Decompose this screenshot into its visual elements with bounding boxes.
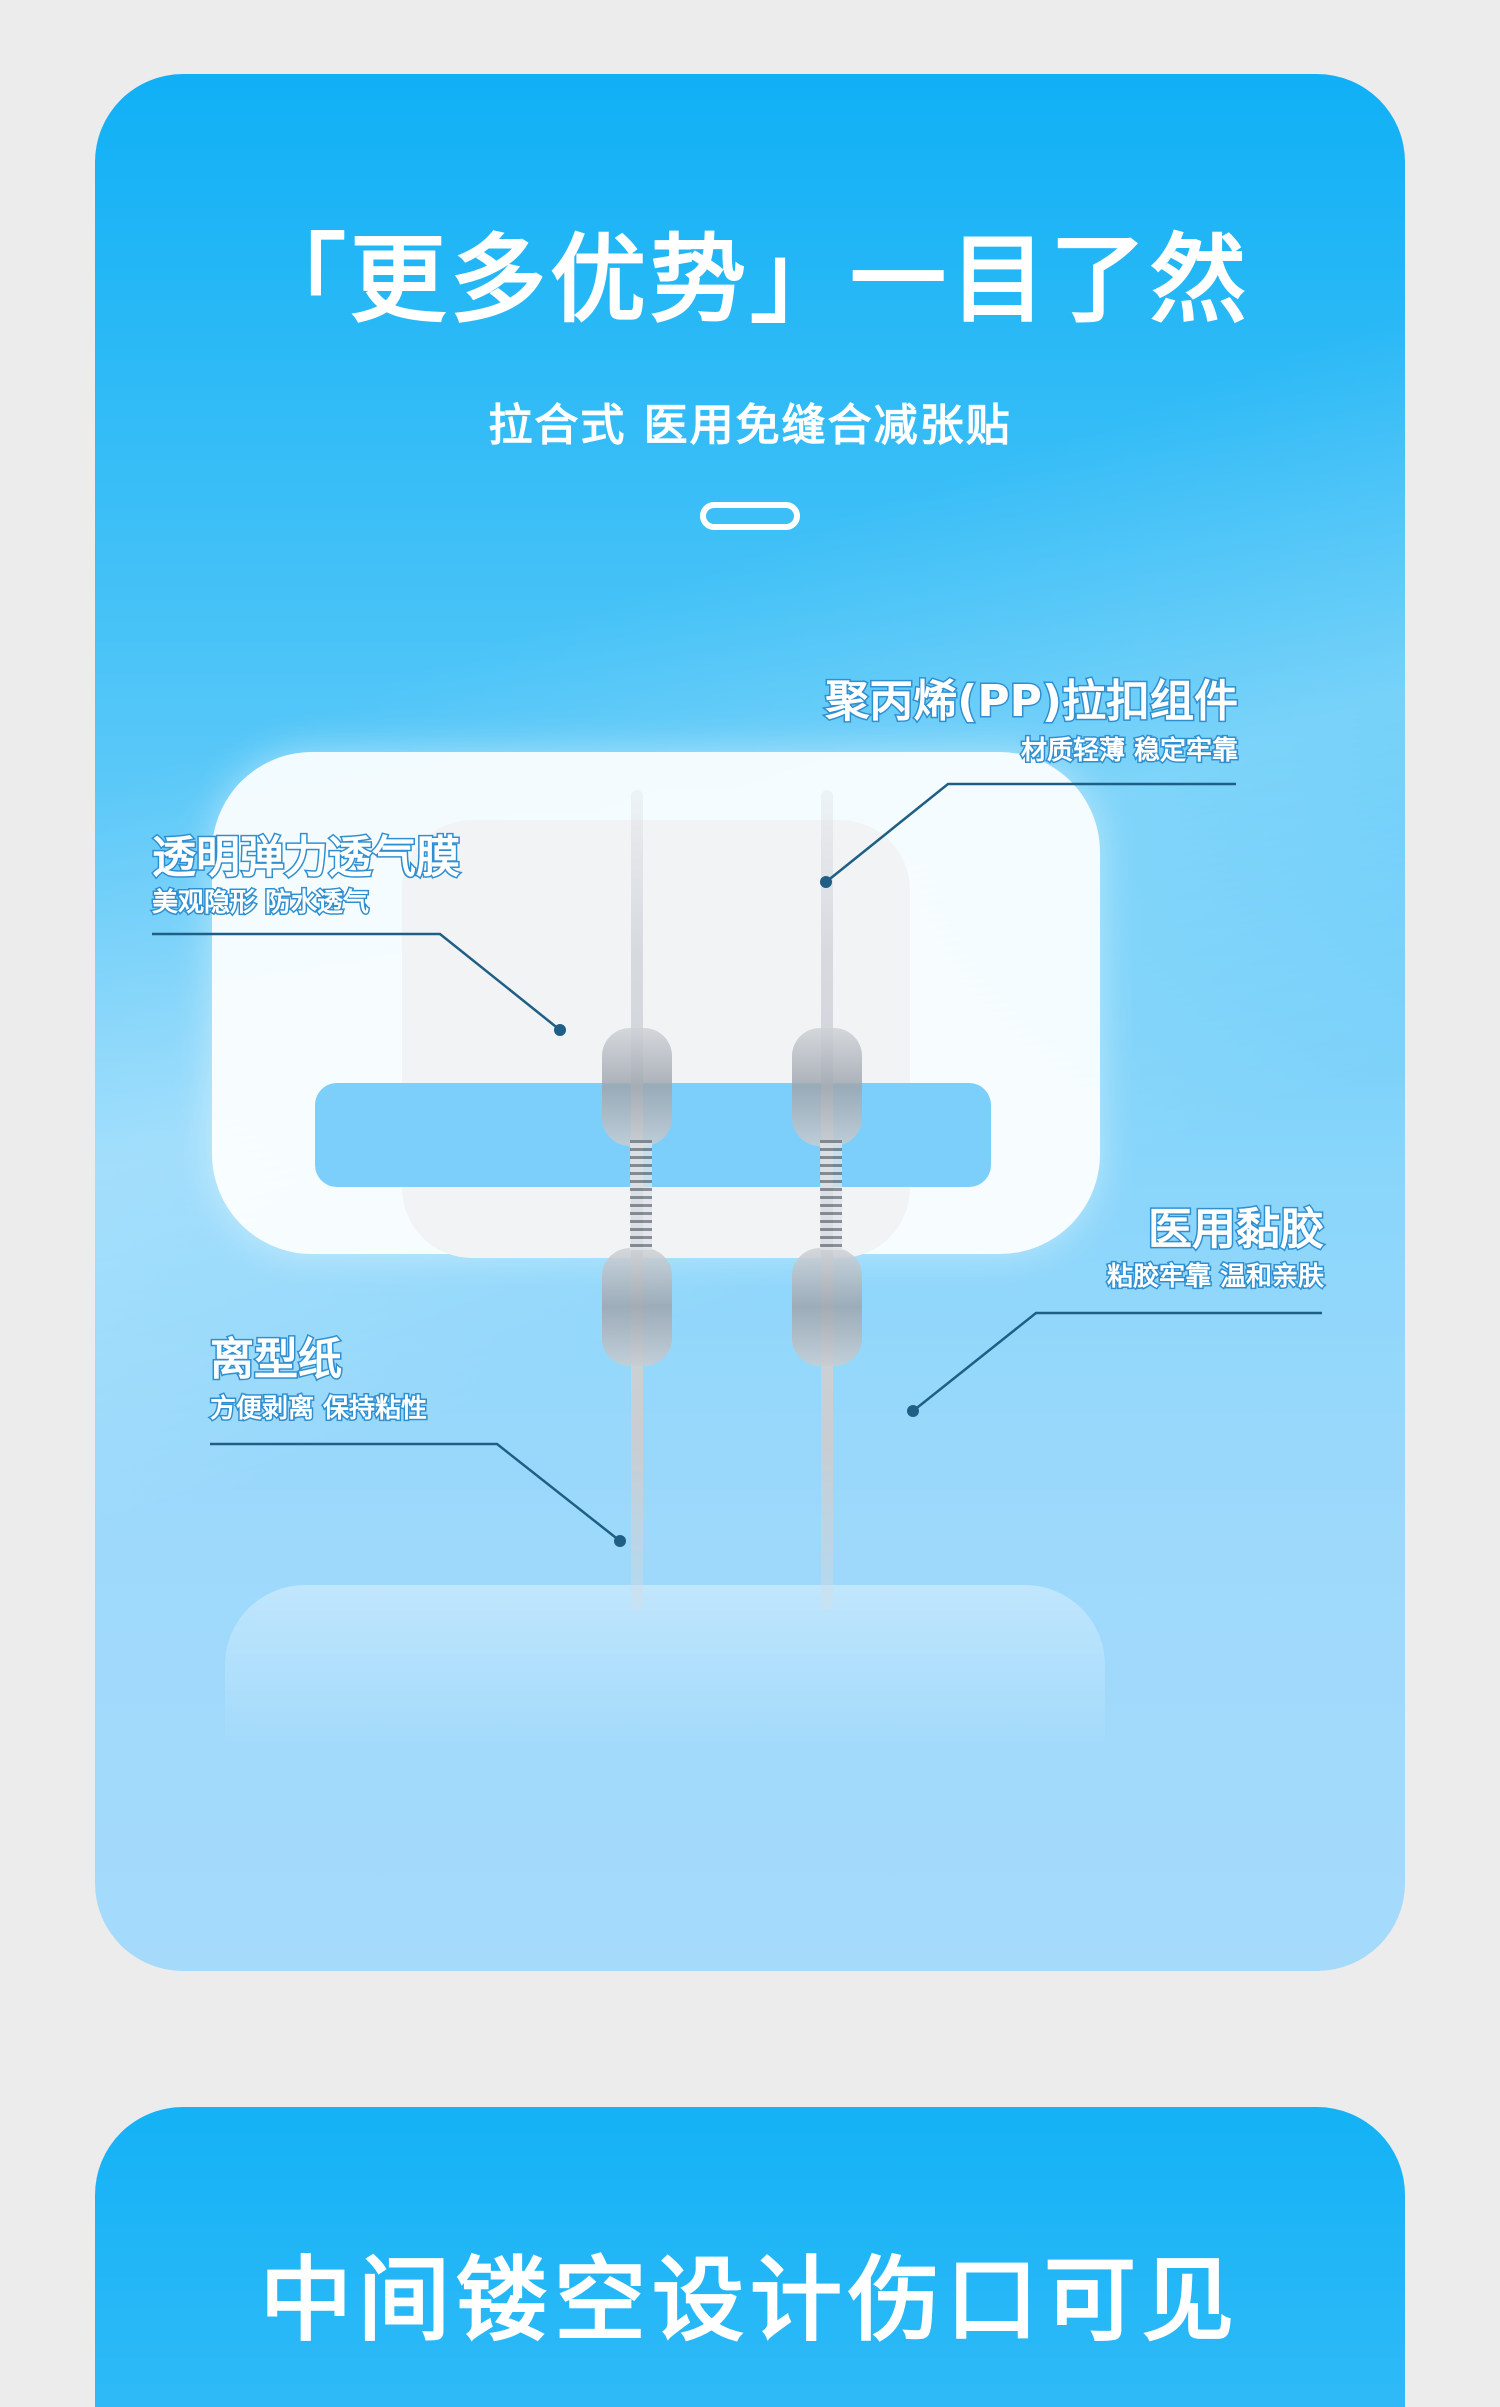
hollow-design-card: 中间镂空设计伤口可见 [95, 2107, 1405, 2407]
ratchet-bottom-left [602, 1248, 672, 1366]
ratchet-teeth-left [630, 1140, 652, 1250]
callout-pp-title: 聚丙烯(PP)拉扣组件 [824, 676, 1240, 727]
callout-film-title: 透明弹力透气膜 [151, 832, 462, 883]
advantages-headline: 「更多优势」一目了然 [250, 224, 1250, 336]
divider-pill [700, 502, 800, 530]
callout-adhesive-title: 医用黏胶 [1147, 1204, 1326, 1255]
callout-film-subtitle: 美观隐形 防水透气 [150, 888, 370, 918]
callout-paper-subtitle: 方便剥离 保持粘性 [208, 1394, 428, 1424]
patch-reflection [225, 1585, 1105, 1755]
ratchet-top-right [792, 1028, 862, 1146]
callout-leader-lines [152, 782, 1322, 1547]
ratchet-bottom-right [792, 1248, 862, 1366]
callout-paper-title: 离型纸 [209, 1334, 344, 1385]
ratchet-top-left [602, 1028, 672, 1146]
callout-pp-subtitle: 材质轻薄 稳定牢靠 [1019, 736, 1239, 766]
hollow-design-title: 中间镂空设计伤口可见 [259, 2247, 1240, 2354]
product-subtitle: 拉合式 医用免缝合减张贴 [488, 400, 1012, 451]
callout-adhesive-subtitle: 粘胶牢靠 温和亲肤 [1105, 1262, 1325, 1292]
ratchet-teeth-right [820, 1140, 842, 1250]
